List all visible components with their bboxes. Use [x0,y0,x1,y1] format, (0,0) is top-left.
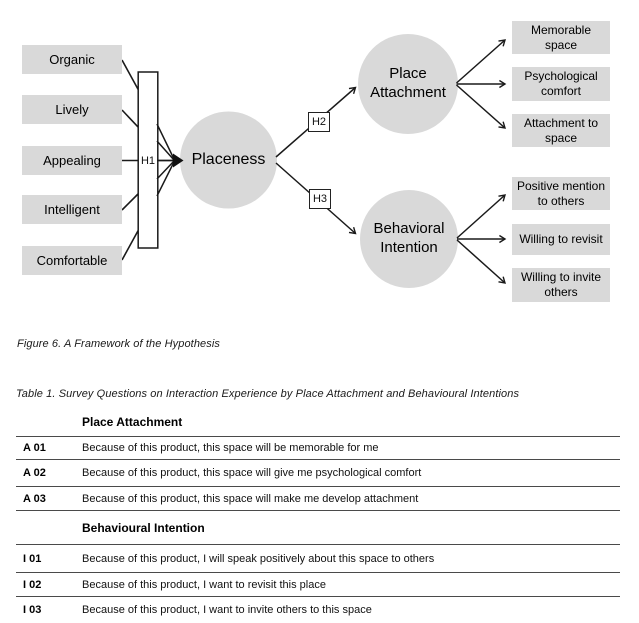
question-text: Because of this product, this space will… [82,442,379,454]
indicator-box-appealing: Appealing [22,146,122,175]
question-text: Because of this product, I want to revis… [82,578,326,591]
place-attachment-label: Place Attachment [370,65,446,101]
question-id: A 02 [23,467,46,479]
hypothesis-label-h2: H2 [308,112,330,132]
behavioral-intention-label: Behavioral Intention [373,220,445,256]
question-id: I 03 [23,604,42,616]
intention-outcome-arrows [456,194,507,284]
outcome-box-willing-to-revisit: Willing to revisit [512,224,610,255]
outcome-box-attachment-to-space: Attachment to space [512,114,610,147]
placeness-circle [180,111,277,209]
table-row: A 03 Because of this product, this space… [16,487,620,511]
indicator-box-intelligent: Intelligent [22,195,122,224]
h2-h3-paths [275,86,357,235]
table-section-row: Place Attachment [16,407,620,437]
h1-arrowhead [173,153,184,168]
figure-caption: Figure 6. A Framework of the Hypothesis [17,338,220,350]
attachment-outcome-arrows [456,39,507,129]
indicator-box-lively: Lively [22,95,122,124]
question-id: I 01 [23,552,42,565]
question-text: Because of this product, this space will… [82,492,419,505]
indicator-box-comfortable: Comfortable [22,246,122,275]
behavioral-intention-circle [360,190,458,288]
table-row: A 01 Because of this product, this space… [16,437,620,460]
question-text: Because of this product, I want to invit… [82,604,372,616]
outcome-box-positive-mention: Positive mention to others [512,177,610,210]
table-row: I 03 Because of this product, I want to … [16,597,620,623]
section-header-place-attachment: Place Attachment [82,414,183,429]
indicator-box-organic: Organic [22,45,122,74]
table-section-row: Behavioural Intention [16,511,620,545]
placeness-label: Placeness [191,151,266,168]
table-row: I 01 Because of this product, I will spe… [16,545,620,573]
survey-questions-table: Place Attachment A 01 Because of this pr… [16,407,620,623]
hypothesis-label-h3: H3 [309,189,331,209]
outcome-box-memorable-space: Memorable space [512,21,610,54]
h1-fan-lines [156,123,175,197]
question-id: A 01 [23,442,46,454]
question-text: Because of this product, I will speak po… [82,552,435,565]
place-attachment-circle [358,34,458,134]
outcome-box-willing-to-invite: Willing to invite others [512,268,610,302]
question-id: A 03 [23,492,46,505]
hypothesis-label-h1: H1 [139,152,157,169]
table-caption: Table 1. Survey Questions on Interaction… [16,388,520,400]
outcome-box-psychological-comfort: Psychological comfort [512,67,610,101]
construct-circles [180,34,458,288]
question-id: I 02 [23,578,42,591]
question-text: Because of this product, this space will… [82,467,422,479]
table-row: I 02 Because of this product, I want to … [16,573,620,597]
table-row: A 02 Because of this product, this space… [16,460,620,487]
section-header-behavioural-intention: Behavioural Intention [82,520,205,535]
